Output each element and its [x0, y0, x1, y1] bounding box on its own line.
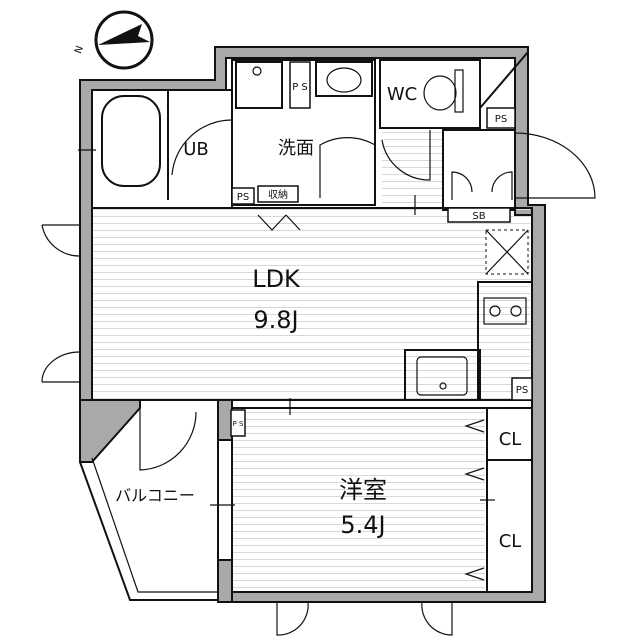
western-room-size: 5.4J	[340, 511, 385, 539]
stove-icon	[483, 297, 527, 325]
storage-doors[interactable]	[257, 214, 301, 231]
wc-label: WC	[387, 84, 417, 105]
washroom-door[interactable]	[319, 137, 376, 198]
ps-entrance	[486, 107, 516, 129]
shoe-box-label: SB	[472, 211, 485, 222]
bathtub-icon	[101, 95, 161, 187]
ps-bedroom-label: P S	[233, 420, 244, 428]
sink-counter	[315, 61, 373, 97]
toilet-door[interactable]	[381, 130, 431, 181]
ldk-floor	[92, 208, 530, 400]
storage-label: 収納	[268, 188, 288, 201]
kitchen-sink-icon	[416, 356, 468, 396]
window-upper	[41, 224, 81, 257]
basin-icon	[326, 67, 362, 93]
kitchen-counter	[477, 281, 533, 401]
closet-doors[interactable]	[464, 419, 485, 581]
shoe-box-doors[interactable]	[451, 171, 513, 200]
doors[interactable]	[41, 119, 596, 636]
ps-storage	[231, 187, 255, 205]
sink-unit	[404, 349, 481, 401]
ps-bedroom	[230, 409, 246, 437]
ps-washroom	[289, 61, 311, 109]
interior-walls	[78, 59, 533, 601]
window-bottom-right	[421, 601, 453, 636]
ps-storage-label: PS	[237, 192, 249, 203]
north-arrow-icon: N	[73, 10, 154, 70]
ldk-label: LDK	[252, 265, 301, 293]
western-room-label: 洋室	[339, 476, 387, 504]
ps-entrance-label: PS	[495, 114, 507, 125]
balcony-door[interactable]	[139, 408, 197, 471]
entrance-door[interactable]	[514, 132, 596, 199]
washing-machine-icon	[235, 61, 283, 109]
entrance-floor	[382, 130, 444, 205]
ldk-size: 9.8J	[253, 306, 298, 334]
bath-door[interactable]	[171, 119, 233, 176]
storage	[257, 185, 299, 203]
window-bottom-left	[276, 601, 309, 636]
ps-kitchen-label: PS	[516, 385, 528, 396]
north-label: N	[73, 44, 86, 55]
shoe-box	[447, 207, 511, 223]
toilet-icon	[423, 75, 457, 111]
balcony-label: バルコニー	[115, 486, 195, 505]
ps-kitchen	[511, 377, 533, 401]
closet-lower-label: CL	[499, 531, 522, 552]
closet-upper-label: CL	[499, 429, 522, 450]
window-lower	[41, 351, 81, 383]
western-room-floor	[232, 410, 485, 592]
washroom-label: 洗面	[278, 138, 314, 159]
ub-label: UB	[183, 139, 209, 160]
ps-washroom-label: P S	[292, 82, 308, 93]
